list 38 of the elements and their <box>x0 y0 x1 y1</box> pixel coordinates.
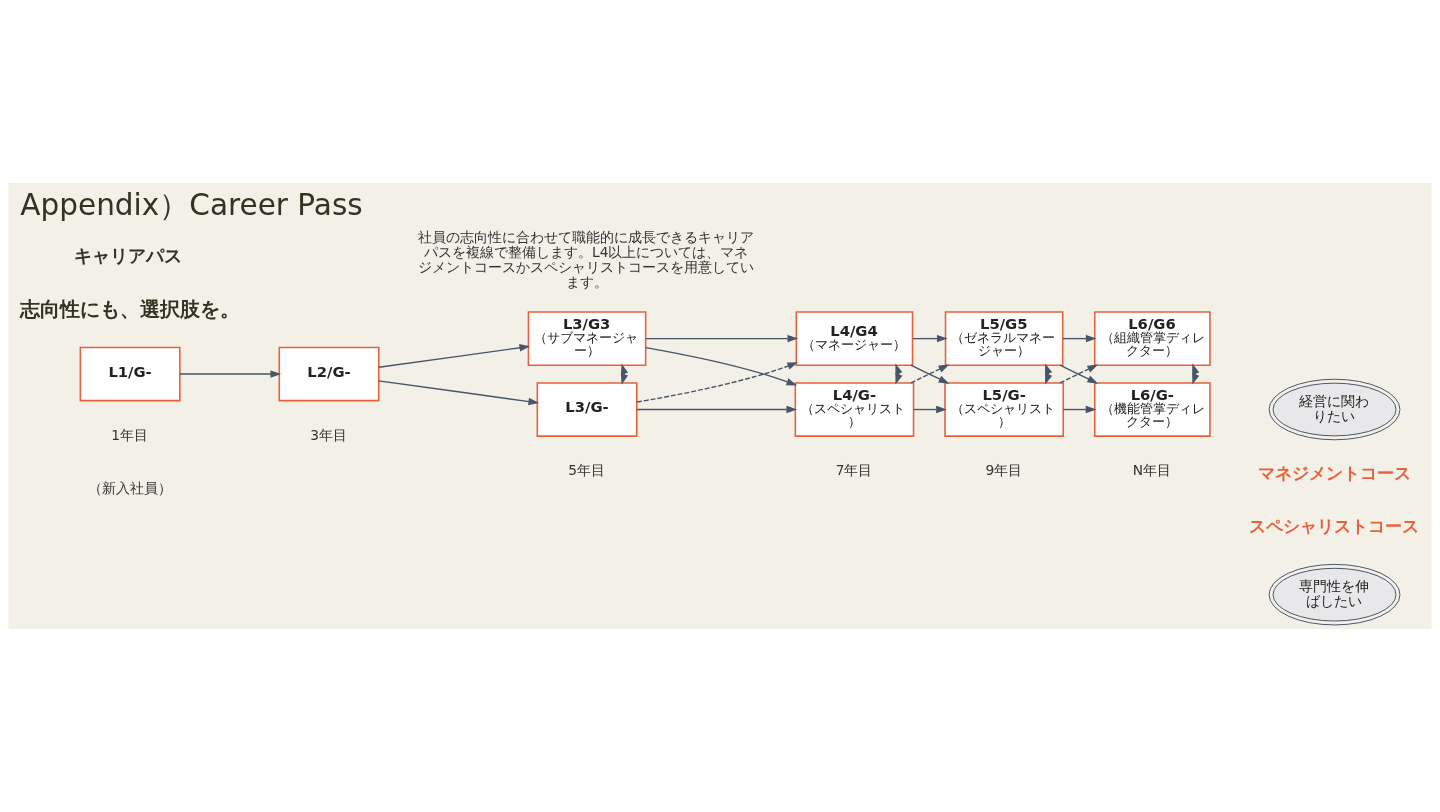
label: 7年目 <box>835 462 873 479</box>
diagram-title: Appendix）Career Pass <box>20 187 363 222</box>
label: キャリアパス <box>74 246 183 267</box>
label: 1年目 <box>111 426 149 443</box>
node-box: L4/G- （スペシャリスト） <box>794 382 915 437</box>
node-box: L3/G- <box>536 382 638 437</box>
arrow <box>912 334 948 343</box>
arrow <box>636 405 798 414</box>
node-ellipse: 専門性を伸ばしたい <box>1268 563 1401 626</box>
label: マネジメントコース <box>1257 462 1411 483</box>
arrow <box>644 346 798 386</box>
label: 5年目 <box>568 462 606 479</box>
node-box: L1/G- <box>79 346 181 402</box>
label: N年目 <box>1132 462 1171 479</box>
arrow <box>1059 364 1099 384</box>
label: スペシャリストコース <box>1249 515 1420 536</box>
node-box: L6/G6 （組織管掌ディレクター） <box>1093 311 1211 366</box>
node-ellipse: 経営に関わりたい <box>1268 378 1401 441</box>
node-box: L2/G- <box>278 346 380 402</box>
label: 志向性にも、選択肢を。 <box>20 297 241 321</box>
label: 3年目 <box>310 426 348 443</box>
arrow <box>378 380 540 406</box>
node-box: L6/G- （機能管掌ディレクター） <box>1093 382 1211 437</box>
arrow <box>910 364 950 384</box>
label: 社員の志向性に合わせて職能的に成長できるキャリアパスを複線で整備します。L4以上については、マネジメントコースかスペシャリストコースを用意しています。 <box>418 229 755 290</box>
node-box: L5/G- （スペシャリスト） <box>944 382 1064 437</box>
node-box: L5/G5 （ゼネラルマネージャー） <box>944 311 1064 366</box>
arrow <box>636 362 799 403</box>
arrow <box>378 344 531 368</box>
node-box: L4/G4 （マネージャー） <box>795 311 914 366</box>
arrow <box>645 334 799 343</box>
arrow <box>1062 405 1097 414</box>
label: （新入社員） <box>87 479 172 496</box>
arrow <box>179 370 282 378</box>
node-box: L3/G3 （サブマネージャー） <box>527 311 647 366</box>
arrow <box>913 405 947 414</box>
arrow <box>1062 334 1097 343</box>
label: 9年目 <box>985 462 1023 479</box>
